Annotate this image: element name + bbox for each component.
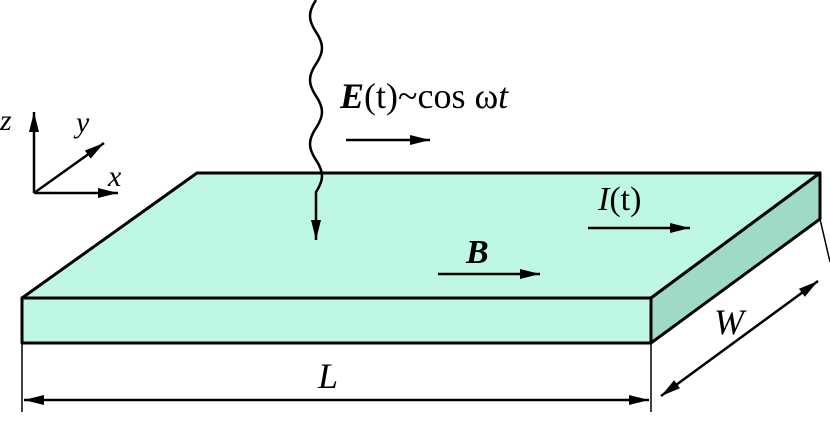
incoming-wave-arrow [308,0,324,240]
width-dimension: W [660,218,830,398]
plate-front-face [20,296,653,345]
y-axis [33,141,105,195]
current-label: I(t) [597,181,641,218]
width-label: W [714,302,747,342]
width-extension-far [819,218,830,263]
e-field-arg: (t) [364,76,398,116]
width-dimension-line [660,279,819,398]
current-arg: (t) [609,181,641,218]
x-axis-label: x [107,160,122,193]
length-label: L [317,356,338,396]
y-axis-label: y [73,106,90,139]
e-field-symbol: E [339,76,364,116]
coordinate-axes: z y x [0,104,122,198]
e-field-label: E(t)~cos ωt [339,76,509,116]
plate [20,171,822,345]
e-field-time: t [498,76,509,116]
b-field-label: B [465,234,489,271]
z-axis-label: z [0,104,12,137]
length-dimension: L [21,343,652,412]
e-field-relation: ~cos ω [398,76,498,116]
current-symbol: I [597,181,611,218]
